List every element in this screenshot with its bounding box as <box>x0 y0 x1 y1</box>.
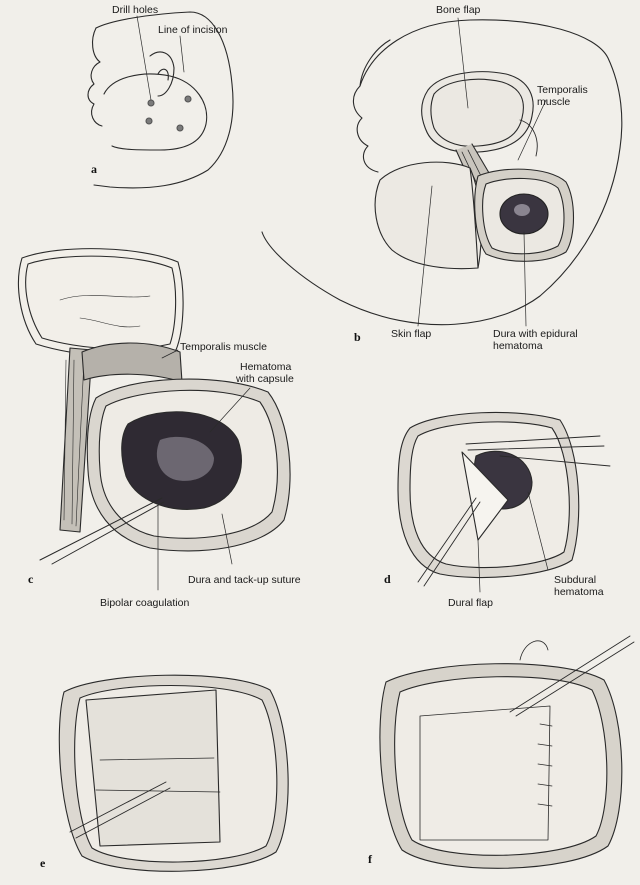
label-line-of-incision: Line of incision <box>158 24 228 36</box>
panel-a-drill-holes <box>145 95 192 132</box>
label-bipolar-coagulation: Bipolar coagulation <box>100 597 190 609</box>
panel-d-letter: d <box>384 572 391 586</box>
panel-f-craniotomy <box>379 663 623 869</box>
label-dura-with-epidural: Dura with epidural <box>493 328 578 340</box>
label-temporalis-muscle-b: muscle <box>537 96 571 108</box>
panel-d-craniotomy <box>397 411 580 579</box>
panel-c-bone-flap <box>17 248 184 357</box>
panel-c-letter: c <box>28 572 34 586</box>
panel-b-letter: b <box>354 330 361 344</box>
panel-a-incision-line <box>103 73 208 151</box>
panel-c-bipolar-forceps <box>39 497 165 565</box>
label-bone-flap: Bone flap <box>436 4 481 16</box>
panel-f-suture-line <box>419 705 551 841</box>
label-drill-holes: Drill holes <box>112 4 159 16</box>
panel-f-letter: f <box>368 852 372 866</box>
panel-e-dural-graft <box>85 689 221 847</box>
panel-d-instruments <box>417 435 611 587</box>
label-hematoma-b: hematoma <box>493 340 543 352</box>
label-subdural: Subdural <box>554 574 597 586</box>
label-hematoma-d: hematoma <box>554 586 604 598</box>
panel-d-dural-flap <box>461 451 509 541</box>
panel-c-temporalis-muscle <box>59 342 183 533</box>
panel-a-incision-leader <box>179 35 185 73</box>
panel-c-dura-leader <box>221 513 233 565</box>
label-hematoma: Hematoma <box>240 361 292 373</box>
panel-e-craniotomy <box>58 674 289 872</box>
panel-b-boneflap-leader <box>457 17 469 109</box>
panel-a-drill-leader <box>136 15 152 101</box>
panel-b-temporalis-leader <box>517 99 547 161</box>
panel-e-letter: e <box>40 856 46 870</box>
label-temporalis-muscle-c: Temporalis muscle <box>180 341 267 353</box>
label-skin-flap: Skin flap <box>391 328 432 340</box>
panel-e-instruments <box>69 781 171 839</box>
panel-d-subdural-leader <box>527 491 549 571</box>
panel-a-letter: a <box>91 162 97 176</box>
panel-d-dural-flap-leader <box>477 539 481 593</box>
panel-c-craniotomy <box>86 378 291 552</box>
panel-b-skinflap-leader <box>417 185 433 327</box>
label-dural-flap: Dural flap <box>448 597 493 609</box>
panel-b-bone-flap <box>421 71 534 153</box>
panel-b-head-outline <box>261 19 623 326</box>
label-with-capsule: with capsule <box>236 373 294 385</box>
label-dura-tack-up: Dura and tack-up suture <box>188 574 301 586</box>
panel-b-skin-flap <box>374 161 482 270</box>
panel-b-dura-leader <box>523 231 527 327</box>
panel-c-hematoma-leader <box>209 387 251 433</box>
panel-f-instruments <box>509 635 635 717</box>
panel-c-temporalis-leader <box>161 349 179 359</box>
label-temporalis: Temporalis <box>537 84 588 96</box>
panel-a-head-outline <box>87 11 234 189</box>
panel-b-craniotomy <box>474 168 574 262</box>
